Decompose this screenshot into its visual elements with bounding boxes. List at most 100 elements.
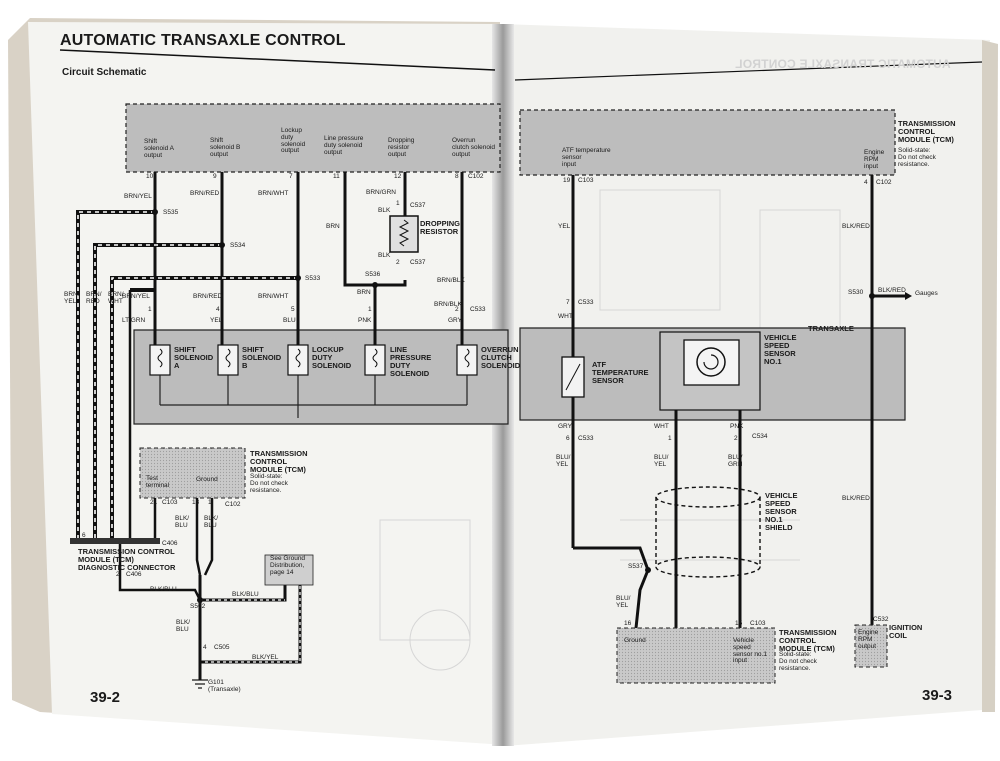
wire-label: BLK [378, 207, 391, 214]
wire-label: BLK/BLU [150, 586, 177, 593]
wire-label: BLU/ YEL [556, 454, 571, 468]
connector-label: C533 [470, 306, 486, 313]
wire-label: GRY [558, 423, 572, 430]
ground-label: Ground [196, 476, 218, 483]
wire-label: BRN/YEL [122, 293, 150, 300]
pin-number: 16 [624, 620, 632, 627]
connector-label: C103 [750, 620, 766, 627]
wire-label: BLK/ BLU [176, 619, 191, 633]
wire-label: BRN/WHT [258, 293, 289, 300]
vss-symbol [683, 339, 740, 386]
pin-number: 19 [563, 177, 571, 184]
gauges-label: Gauges [915, 290, 938, 297]
wire-label: WHT [558, 313, 573, 320]
wire-label: BRN/RED [190, 190, 220, 197]
pin-number: 1 [368, 306, 372, 313]
pin-number: 6 [82, 532, 86, 539]
atf-input-label: ATF temperature sensor input [562, 147, 611, 168]
output-label-line-pressure: Line pressure duty solenoid output [324, 135, 364, 156]
pin-number: 6 [566, 435, 570, 442]
tcm-title: TRANSMISSION CONTROL MODULE (TCM) [250, 449, 308, 474]
wire-label: BLU [283, 317, 296, 324]
wire-label: BLK/ BLU [204, 515, 219, 529]
pin-number: 7 [566, 299, 570, 306]
page-title: AUTOMATIC TRANSAXLE CONTROL [60, 32, 346, 49]
wire-label: BRN/ RED [86, 291, 102, 305]
wire-label: BLU/ YEL [654, 454, 669, 468]
rpm-input-label: Engine RPM input [864, 149, 885, 170]
connector-label: C102 [225, 501, 241, 508]
pin-number: 2 [396, 259, 400, 266]
tcm-note-right: Solid-state: Do not check resistance. [898, 147, 936, 168]
connector-label: C103 [162, 499, 178, 506]
pin-number: 5 [291, 306, 295, 313]
ghost-header: AUTOMATIC TRANSAXLE CONTROL [735, 57, 951, 71]
rpm-output-label: Engine RPM output [858, 629, 879, 650]
vss-label: VEHICLE SPEED SENSOR NO.1 [764, 333, 797, 366]
pin-number: 2 [455, 306, 459, 313]
pin-number: 4 [216, 306, 220, 313]
tcm-input-box [519, 109, 896, 176]
wire-label: BRN/ YEL [64, 291, 80, 305]
pin-number: 1 [668, 435, 672, 442]
splice-label: S530 [848, 289, 864, 296]
wire-label: BLK/BLU [232, 591, 259, 598]
connector-label: C102 [468, 173, 484, 180]
connector-label: C102 [876, 179, 892, 186]
solenoid-label: LOCKUP DUTY SOLENOID [312, 345, 352, 370]
pin-number: 1 [208, 499, 212, 506]
wire-label: BRN/ WHT [108, 291, 124, 305]
wire-label: BRN/WHT [258, 190, 289, 197]
connector-label: C534 [752, 433, 768, 440]
pin-number: 1 [148, 306, 152, 313]
wire-label: BRN/BLK [437, 277, 465, 284]
tcm-bottom-title: TRANSMISSION CONTROL MODULE (TCM) [779, 628, 837, 653]
wire-label: YEL [558, 223, 571, 230]
dropping-resistor-symbol [389, 215, 419, 253]
page-number-right: 39-3 [922, 687, 953, 704]
ignition-coil-label: IGNITION COIL [889, 623, 923, 640]
splice-label: S502 [190, 603, 206, 610]
wire-label: PNK [358, 317, 372, 324]
wire-label: BRN/RED [193, 293, 223, 300]
splice-label: S536 [365, 271, 381, 278]
pin-number: 1 [396, 200, 400, 207]
pin-number: 2 [734, 435, 738, 442]
ground-label: Ground [624, 637, 646, 644]
wire-label: BLU/ YEL [616, 595, 631, 609]
splice-label: S533 [305, 275, 321, 282]
pin-number: 13 [192, 499, 200, 506]
tcm-output-box [125, 103, 501, 173]
ignition-coil-box [854, 624, 888, 668]
wire-label: BLK/YEL [252, 654, 279, 661]
pin-number: 9 [213, 173, 217, 180]
wire-label: BLK/RED [842, 495, 870, 502]
wire-label: WHT [654, 423, 669, 430]
diag-connector-label: TRANSMISSION CONTROL MODULE (TCM) DIAGNO… [78, 547, 176, 572]
diag-connector-symbol [70, 538, 160, 544]
connector-label: C103 [578, 177, 594, 184]
wire-label: GRY [448, 317, 462, 324]
page-number-left: 39-2 [90, 689, 121, 706]
wire-label: BLK/RED [842, 223, 870, 230]
wire-label: BRN/BLK [434, 301, 462, 308]
tcm-bottom-box [616, 627, 776, 684]
pin-number: 4 [203, 644, 207, 651]
pin-number: 15 [735, 620, 743, 627]
transaxle-label: TRANSAXLE [808, 324, 854, 333]
pin-number: 10 [146, 173, 154, 180]
output-label-solenoid-b: Shift solenoid B output [210, 137, 241, 158]
pin-number: 12 [394, 173, 402, 180]
pin-number: 2 [116, 571, 120, 578]
solenoid-label: LINE PRESSURE DUTY SOLENOID [390, 345, 432, 378]
output-label-dropping-resistor: Dropping resistor output [388, 137, 415, 158]
vss-shield-label: VEHICLE SPEED SENSOR NO.1 SHIELD [765, 491, 798, 532]
wire-label: BLK/RED [878, 287, 906, 294]
splice-label: S535 [163, 209, 179, 216]
wire-label: LT GRN [122, 317, 146, 324]
tcm-diagnostic-box [139, 447, 246, 499]
wire-label: BRN/YEL [124, 193, 152, 200]
wire-label: PNK [730, 423, 744, 430]
